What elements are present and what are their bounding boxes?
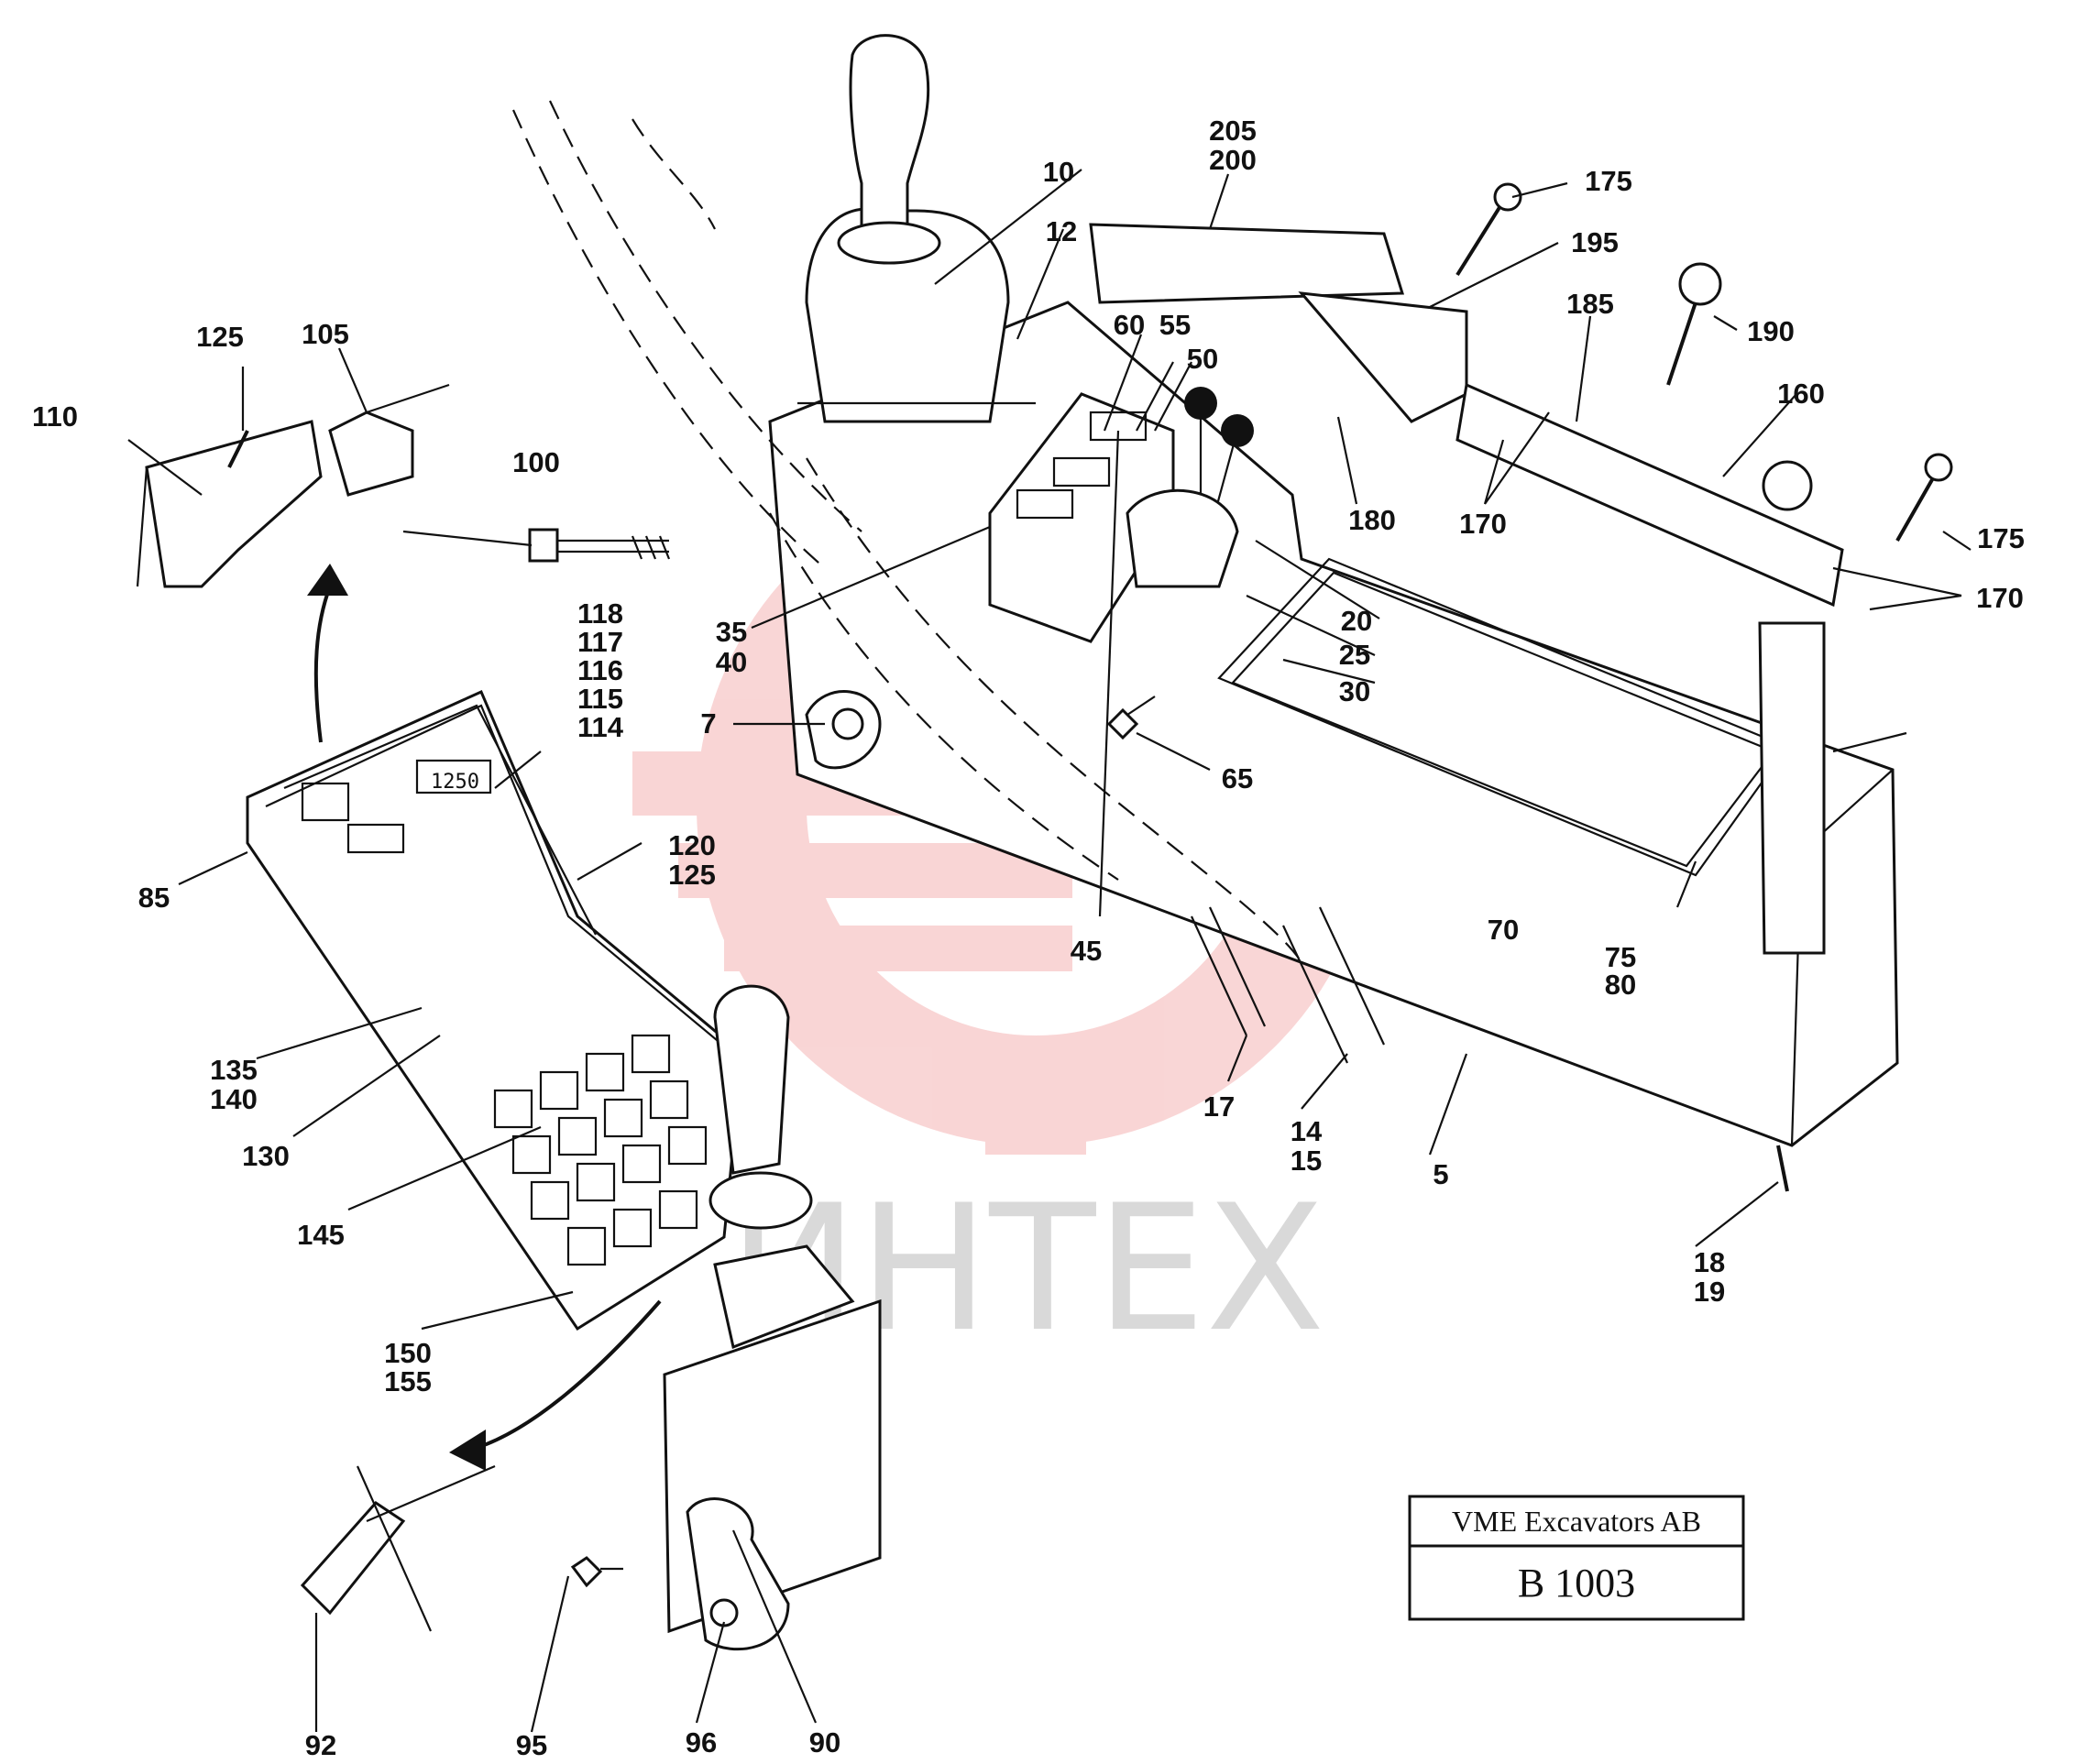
detail-top-left: [136, 383, 450, 588]
title-block: VME Excavators AB B 1003: [1408, 1495, 1745, 1621]
instrument-panel: 1250: [246, 690, 744, 1331]
callout-45: 45: [1071, 935, 1102, 967]
callout-20: 20: [1341, 605, 1372, 637]
callout-10: 10: [1043, 156, 1074, 188]
callout-185: 185: [1566, 288, 1614, 320]
callout-35: 35: [716, 616, 747, 648]
leader-lines: [127, 169, 1972, 1733]
callout-40: 40: [716, 646, 747, 678]
callout-75: 75: [1605, 941, 1636, 973]
callout-140: 140: [210, 1083, 258, 1115]
callout-7: 7: [700, 707, 716, 740]
callout-120: 120: [668, 829, 716, 861]
callout-175-right: 175: [1977, 522, 2025, 554]
callout-130: 130: [242, 1140, 290, 1172]
callout-125-mid: 125: [668, 859, 716, 891]
switch-grid: [493, 1034, 708, 1266]
title-block-drawing-number: B 1003: [1518, 1561, 1635, 1605]
callout-180: 180: [1348, 504, 1396, 536]
callout-170-top: 170: [1459, 508, 1507, 540]
callout-118: 118: [577, 597, 623, 630]
knob-90: [686, 1497, 790, 1651]
callout-5: 5: [1433, 1158, 1448, 1190]
callout-135: 135: [210, 1054, 258, 1086]
bolts-and-knobs: [1455, 182, 1953, 542]
callout-114: 114: [577, 711, 624, 743]
side-lever: [1758, 621, 1907, 1192]
callout-96: 96: [686, 1726, 717, 1759]
detail-bottom-left: [300, 1464, 496, 1632]
callout-15: 15: [1291, 1145, 1322, 1177]
callout-105: 105: [302, 318, 349, 350]
callout-55: 55: [1159, 309, 1191, 341]
arrow-down-left: [449, 1299, 662, 1471]
callout-90: 90: [809, 1726, 840, 1759]
callout-70: 70: [1488, 914, 1519, 946]
callout-195: 195: [1571, 226, 1619, 258]
callout-116: 116: [577, 654, 623, 686]
callout-150: 150: [384, 1337, 432, 1369]
callout-12: 12: [1046, 215, 1077, 247]
callout-205: 205: [1209, 115, 1257, 147]
callout-50: 50: [1187, 343, 1218, 375]
title-block-company: VME Excavators AB: [1452, 1505, 1701, 1538]
knob-7: [805, 690, 882, 770]
callout-115: 115: [577, 683, 623, 715]
left-joystick: [797, 34, 1036, 423]
arrow-up: [307, 564, 348, 743]
armrest: [1089, 223, 1844, 608]
callout-145: 145: [297, 1219, 345, 1251]
cables: [1191, 906, 1385, 1064]
hour-meter-readout: 1250: [431, 771, 479, 794]
callout-160: 160: [1777, 378, 1825, 410]
callout-80: 80: [1605, 969, 1636, 1001]
callout-92: 92: [305, 1729, 336, 1761]
callout-14: 14: [1291, 1115, 1323, 1147]
callout-170-right: 170: [1976, 582, 2024, 614]
callout-labels: 10 12 205 200 175 195 185 190 160 60 55 …: [32, 115, 2025, 1761]
callout-95: 95: [516, 1729, 547, 1761]
callout-85: 85: [138, 882, 170, 914]
bolt-65: [1106, 696, 1156, 740]
callout-25: 25: [1339, 639, 1370, 671]
bolt-95: [570, 1556, 623, 1588]
callout-30: 30: [1339, 675, 1370, 707]
callout-125-top: 125: [196, 321, 244, 353]
callout-60: 60: [1114, 309, 1145, 341]
callout-117: 117: [577, 626, 623, 658]
callout-65: 65: [1222, 762, 1253, 794]
callout-18: 18: [1694, 1246, 1725, 1278]
callout-17: 17: [1203, 1090, 1235, 1123]
callout-19: 19: [1694, 1276, 1725, 1308]
callout-175-top: 175: [1585, 165, 1632, 197]
callout-110: 110: [32, 400, 78, 433]
callout-200: 200: [1209, 144, 1257, 176]
throttle-levers: [1126, 387, 1254, 588]
bolt-100: [528, 528, 671, 563]
callout-190: 190: [1747, 315, 1795, 347]
callout-155: 155: [384, 1365, 432, 1397]
callout-100: 100: [512, 446, 560, 478]
